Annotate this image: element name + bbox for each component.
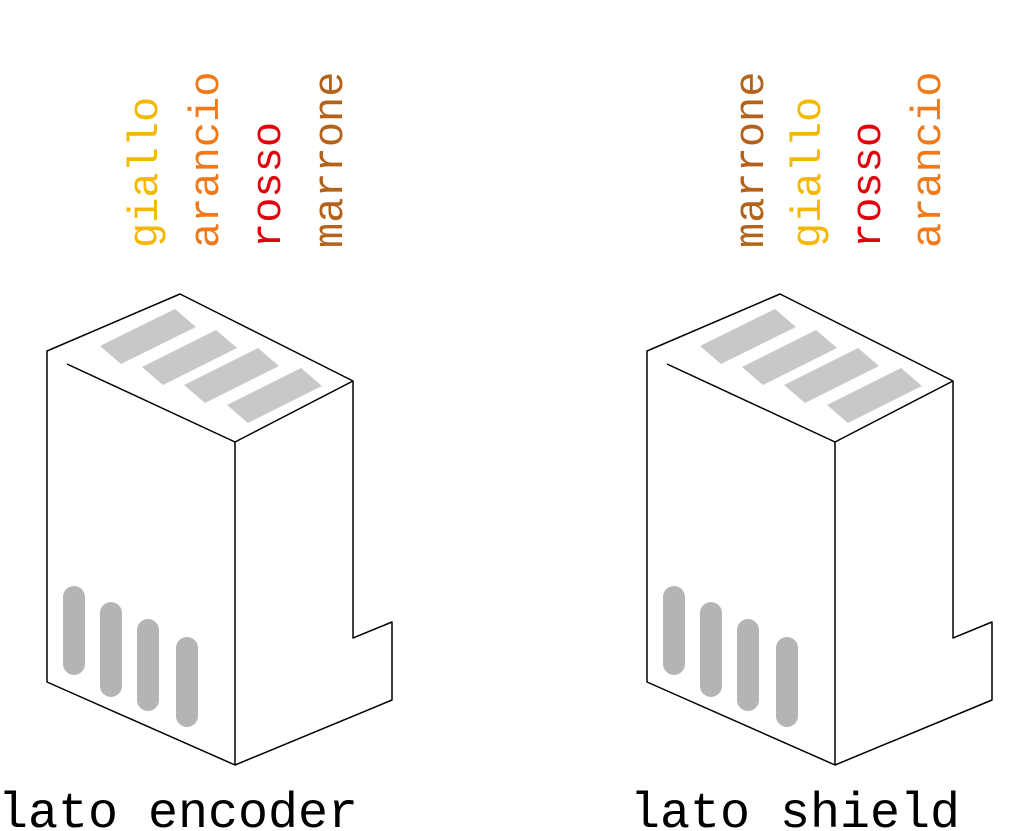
housing-edge (234, 380, 354, 443)
connector-caption: lato shield (630, 786, 960, 831)
contact-slot (184, 348, 279, 403)
contact-slot (142, 330, 237, 385)
housing-outline (646, 293, 993, 766)
contact-slot (100, 309, 196, 364)
housing-outline (46, 293, 393, 766)
contact-slot (742, 330, 837, 385)
wire-label: giallo (785, 97, 833, 248)
housing-edge (834, 380, 954, 443)
connector-shield: marrone giallo rosso arancio lato shield (630, 72, 993, 831)
contact-slot (227, 368, 322, 423)
contact-slot (784, 348, 879, 403)
wire-label: giallo (122, 97, 170, 248)
wire-label: rosso (245, 122, 293, 248)
wire-label: rosso (845, 122, 893, 248)
wire-labels: marrone giallo rosso arancio (728, 72, 953, 248)
connector-housing (46, 293, 393, 766)
wire-labels: giallo arancio rosso marrone (122, 72, 355, 248)
housing-edge (666, 363, 836, 443)
connector-caption: lato encoder (0, 786, 358, 831)
connector-encoder: giallo arancio rosso marrone lato encode… (0, 72, 393, 831)
wire-label: marrone (307, 72, 355, 248)
wire-label: arancio (905, 72, 953, 248)
housing-edge (66, 363, 236, 443)
wire-label: arancio (183, 72, 231, 248)
wire-label: marrone (728, 72, 776, 248)
connector-housing (646, 293, 993, 766)
contact-slot (827, 368, 922, 423)
contact-slot (700, 309, 796, 364)
